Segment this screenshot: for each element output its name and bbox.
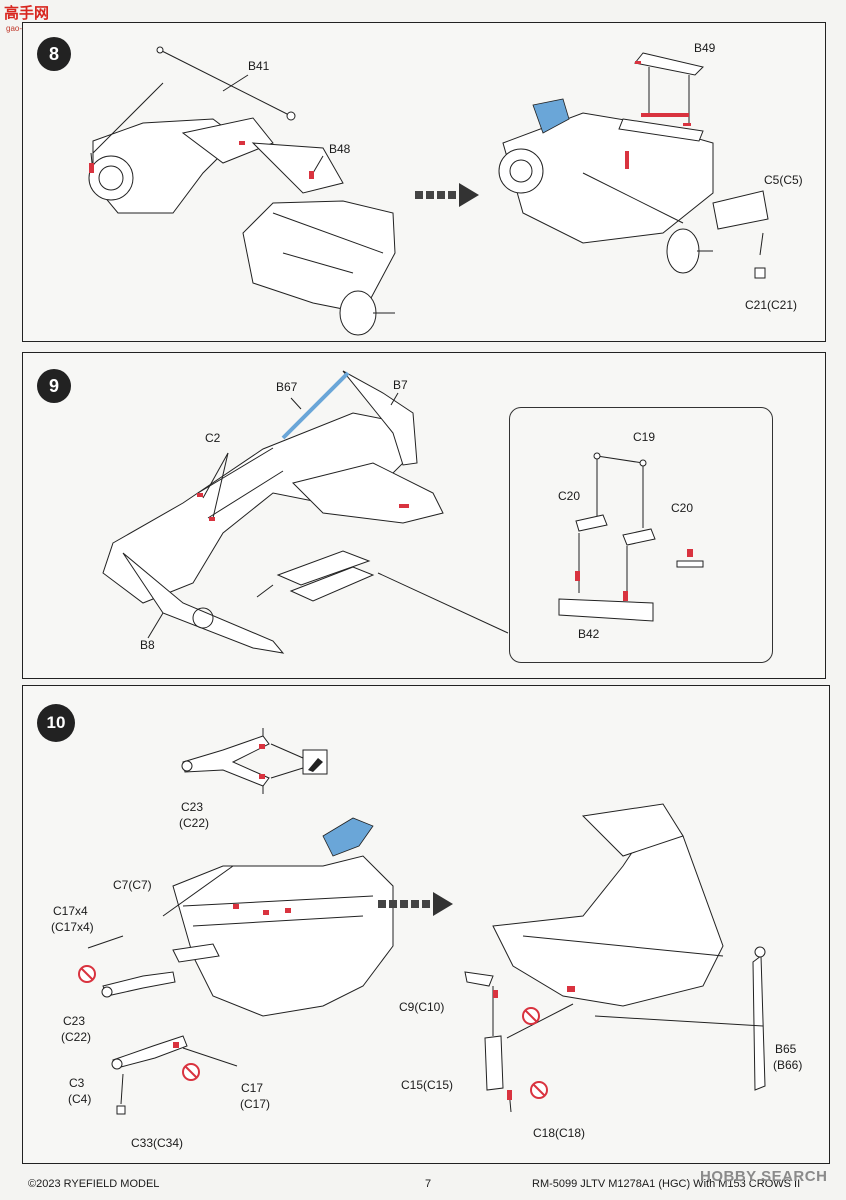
label-c3-a: C3 [69,1076,85,1090]
label-c15: C15(C15) [401,1078,454,1092]
watermark-logo: 高手网 [4,5,50,22]
no-glue-icon [522,1007,540,1025]
arrow-right-icon [415,183,479,207]
label-b65-a: B65 [775,1042,797,1056]
no-glue-icon [182,1063,200,1081]
footer-copyright: ©2023 RYEFIELD MODEL [28,1178,160,1190]
footer-product: RM-5099 JLTV M1278A1 (HGC) With M153 CRO… [532,1178,801,1190]
label-c9: C9(C10) [399,1000,445,1014]
detail-inset [509,407,773,663]
step-number: 9 [37,369,71,403]
arrow-right-icon [378,892,453,916]
footer-page-number: 7 [425,1178,432,1190]
label-b65-b: (B66) [773,1058,803,1072]
label-b48: B48 [329,142,351,156]
label-c2: C2 [205,431,221,445]
no-glue-icon [530,1081,548,1099]
label-c33: C33(C34) [131,1136,184,1150]
label-c17x4-b: (C17x4) [51,920,94,934]
step-8-panel: 8 [22,22,826,342]
label-c7: C7(C7) [113,878,152,892]
label-c17-a: C17 [241,1081,264,1095]
label-c3-b: (C4) [68,1092,92,1106]
label-c17x4-a: C17x4 [53,904,88,918]
label-b41: B41 [248,59,270,73]
label-b8: B8 [140,638,155,652]
step-10-panel: 10 [22,685,830,1164]
label-c5: C5(C5) [764,173,803,187]
label-c23-top-a: C23 [181,800,204,814]
step-9-illustration [102,370,704,654]
step-10-illustration [78,728,766,1115]
paint-brush-icon [302,749,328,775]
step-number: 10 [37,704,75,742]
label-b49: B49 [694,41,716,55]
label-b7: B7 [393,378,408,392]
label-c23-b: (C22) [61,1030,92,1044]
step-8-illustration [88,46,769,336]
label-c20-left: C20 [558,489,581,503]
no-glue-icon [78,965,96,983]
hobby-search-watermark: HOBBY SEARCH [700,1168,828,1185]
label-b42: B42 [578,627,600,641]
label-c21: C21(C21) [745,298,798,312]
step-number: 8 [37,37,71,71]
step-9-panel: 9 [22,352,826,679]
label-b67: B67 [276,380,298,394]
label-c17-b: (C17) [240,1097,271,1111]
label-c23-top-b: (C22) [179,816,210,830]
label-c18: C18(C18) [533,1126,586,1140]
label-c20-right: C20 [671,501,694,515]
label-c19: C19 [633,430,656,444]
label-c23-a: C23 [63,1014,86,1028]
